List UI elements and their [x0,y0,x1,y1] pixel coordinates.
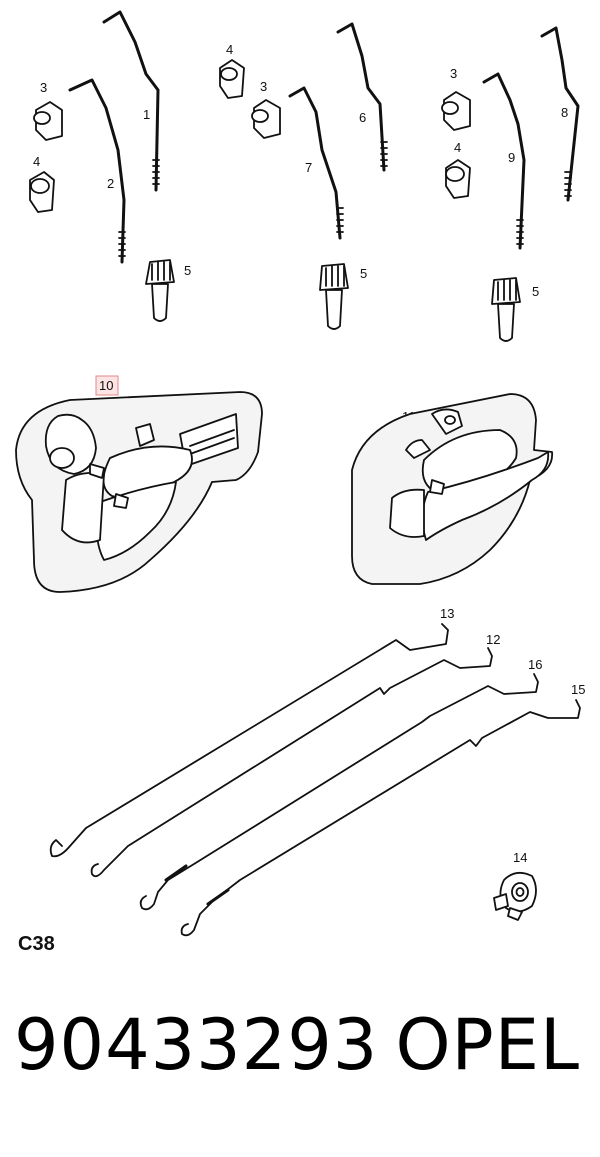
clip-4-left [29,171,55,213]
callout-5-middle: 5 [360,266,367,281]
brand-name: OPEL [395,1004,580,1086]
callout-8: 8 [561,105,568,120]
long-rod-13 [49,623,449,858]
callout-4-right: 4 [454,140,461,155]
lock-knob-5-middle [319,263,349,330]
inner-door-handle-11 [351,393,553,585]
clip-4-middle [219,59,245,99]
lock-knob-5-left [145,259,175,322]
long-rod-12 [90,647,493,878]
callout-6: 6 [359,110,366,125]
rod-7 [288,86,342,240]
callout-10-highlight [95,375,119,396]
callout-1: 1 [143,107,150,122]
rod-1 [102,10,160,192]
callout-10: 10 [99,378,113,393]
clip-3-right [441,91,471,131]
callout-3-left: 3 [40,80,47,95]
rod-clip-14 [493,871,537,921]
callout-13: 13 [440,606,454,621]
callout-3-middle: 3 [260,79,267,94]
lock-knob-5-right [491,277,521,342]
callout-9: 9 [508,150,515,165]
callout-5-right: 5 [532,284,539,299]
rod-9 [482,72,526,250]
callout-4-left: 4 [33,154,40,169]
callout-4-middle: 4 [226,42,233,57]
long-rod-15 [180,699,581,937]
inner-door-handle-10 [15,391,263,593]
rod-8 [540,26,580,202]
callout-2: 2 [107,176,114,191]
clip-4-right [445,159,471,199]
callout-3-right: 3 [450,66,457,81]
clip-3-middle [251,99,281,139]
callout-7: 7 [305,160,312,175]
callout-14: 14 [513,850,527,865]
part-number: 90433293 [14,1004,379,1086]
rod-2 [68,78,126,264]
callout-12: 12 [486,632,500,647]
callout-16: 16 [528,657,542,672]
long-rod-16 [139,673,539,911]
rod-6 [336,22,386,172]
callout-5-left: 5 [184,263,191,278]
clip-3-left [33,101,63,141]
section-code: C38 [18,933,55,955]
callout-15: 15 [571,682,585,697]
